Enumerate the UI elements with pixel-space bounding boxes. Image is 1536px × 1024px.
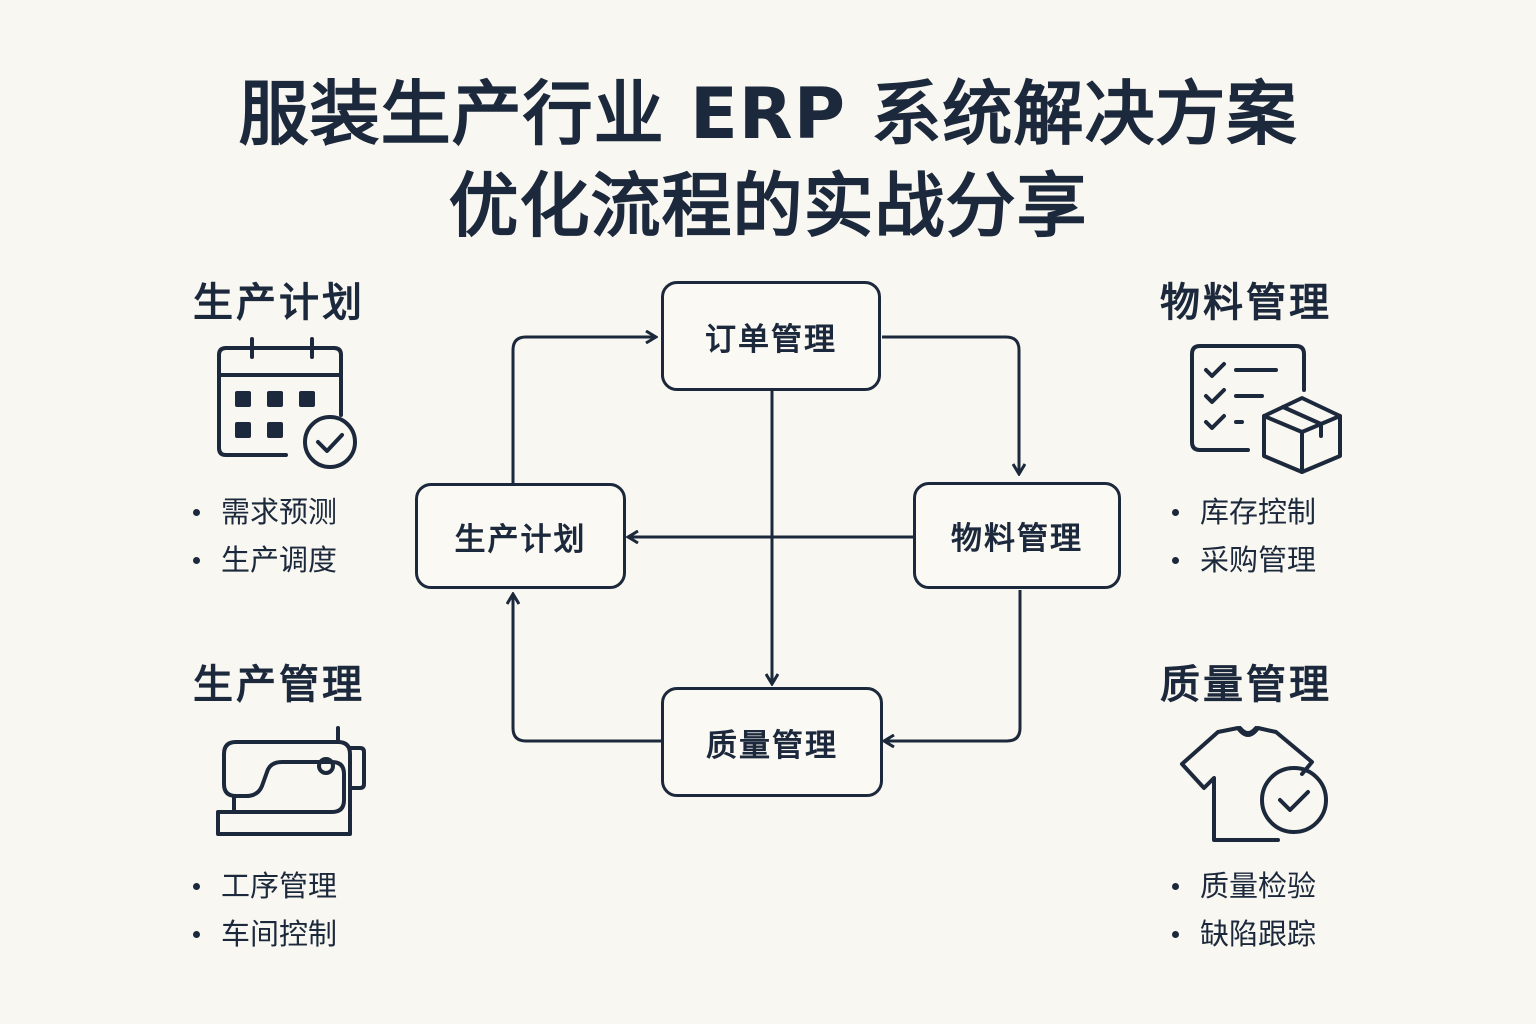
node-production-planning: 生产计划 [415,483,626,589]
edge-quality-to-planning [513,594,662,743]
edge-planning-to-order [511,337,656,484]
bullet-item: 缺陷跟踪 [1172,910,1316,958]
node-quality-management: 质量管理 [661,687,883,797]
bullet-item: 需求预测 [193,488,337,536]
title-line-1: 服装生产行业 ERP 系统解决方案 [238,73,1298,155]
bullet-item: 库存控制 [1172,488,1316,536]
calendar-check-icon [217,337,357,469]
edge-material-to-quality [884,590,1022,741]
section-title-quality-management: 质量管理 [1160,662,1332,708]
bullet-list-material-management: 库存控制 采购管理 [1172,488,1316,584]
bullet-item: 质量检验 [1172,862,1316,910]
section-title-material-management: 物料管理 [1160,280,1332,326]
title-line-2: 优化流程的实战分享 [448,165,1088,247]
section-title-production-planning: 生产计划 [193,280,365,326]
bullet-item: 工序管理 [193,862,337,910]
checklist-box-icon [1190,344,1342,474]
bullet-list-production-management: 工序管理 车间控制 [193,862,337,958]
node-material-management: 物料管理 [913,482,1121,589]
tshirt-check-icon [1180,726,1328,842]
bullet-item: 生产调度 [193,536,337,584]
bullet-item: 采购管理 [1172,536,1316,584]
section-title-production-management: 生产管理 [193,662,365,708]
bullet-list-production-planning: 需求预测 生产调度 [193,488,337,584]
node-order-management: 订单管理 [661,281,881,391]
bullet-list-quality-management: 质量检验 缺陷跟踪 [1172,862,1316,958]
edge-order-to-material [882,335,1019,474]
sewing-machine-icon [216,726,366,836]
bullet-item: 车间控制 [193,910,337,958]
